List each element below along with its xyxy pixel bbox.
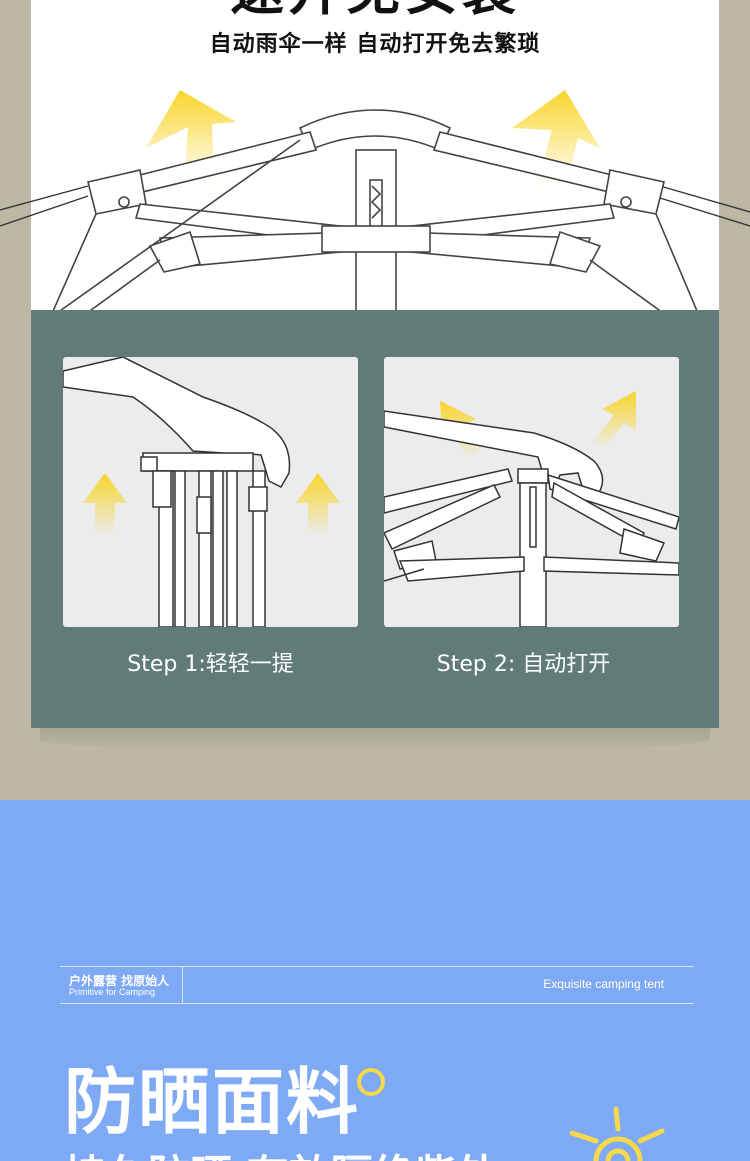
feature-subtitle-clip: 持久防晒 有效隔绝紫外线 [64,1152,494,1161]
section-subheading: 自动雨伞一样 自动打开免去繁琐 [209,32,541,57]
step-2-label: Step 2: 自动打开 [436,652,611,677]
strip-divider [182,967,183,1003]
feature-subtitle: 持久防晒 有效隔绝紫外线 [64,1152,494,1161]
lift-arrow-right-icon [512,90,600,186]
open-arrow-right-icon [594,391,636,449]
lift-arrow-left-icon [146,90,236,182]
hand-lifting-hub-illustration [63,357,340,627]
quick-open-section: 速开免安装 自动雨伞一样 自动打开免去繁琐 [0,0,750,752]
sun-icon [569,1106,665,1161]
feature-title: 防晒面料 [64,1060,361,1144]
step-2-image [384,357,679,627]
up-arrow-right-icon [296,473,340,535]
section-heading: 速开免安装 [31,0,719,18]
brand-english: Primitive for Camping [69,987,156,997]
step-1-label: Step 1:轻轻一提 [127,652,294,677]
decorative-ring-icon [357,1068,385,1096]
tagline: Exquisite camping tent [543,977,664,991]
step-1-image [63,357,358,627]
up-arrow-left-icon [83,473,127,535]
panel-shadow [40,728,710,752]
brand-strip: 户外露营 找原始人 Primitive for Camping Exquisit… [60,966,694,1004]
sun-protection-section: 户外露营 找原始人 Primitive for Camping Exquisit… [0,800,750,1161]
tent-auto-open-illustration [384,391,679,627]
tent-frame-illustration [0,90,750,318]
brand-chinese: 户外露营 找原始人 [69,974,170,988]
